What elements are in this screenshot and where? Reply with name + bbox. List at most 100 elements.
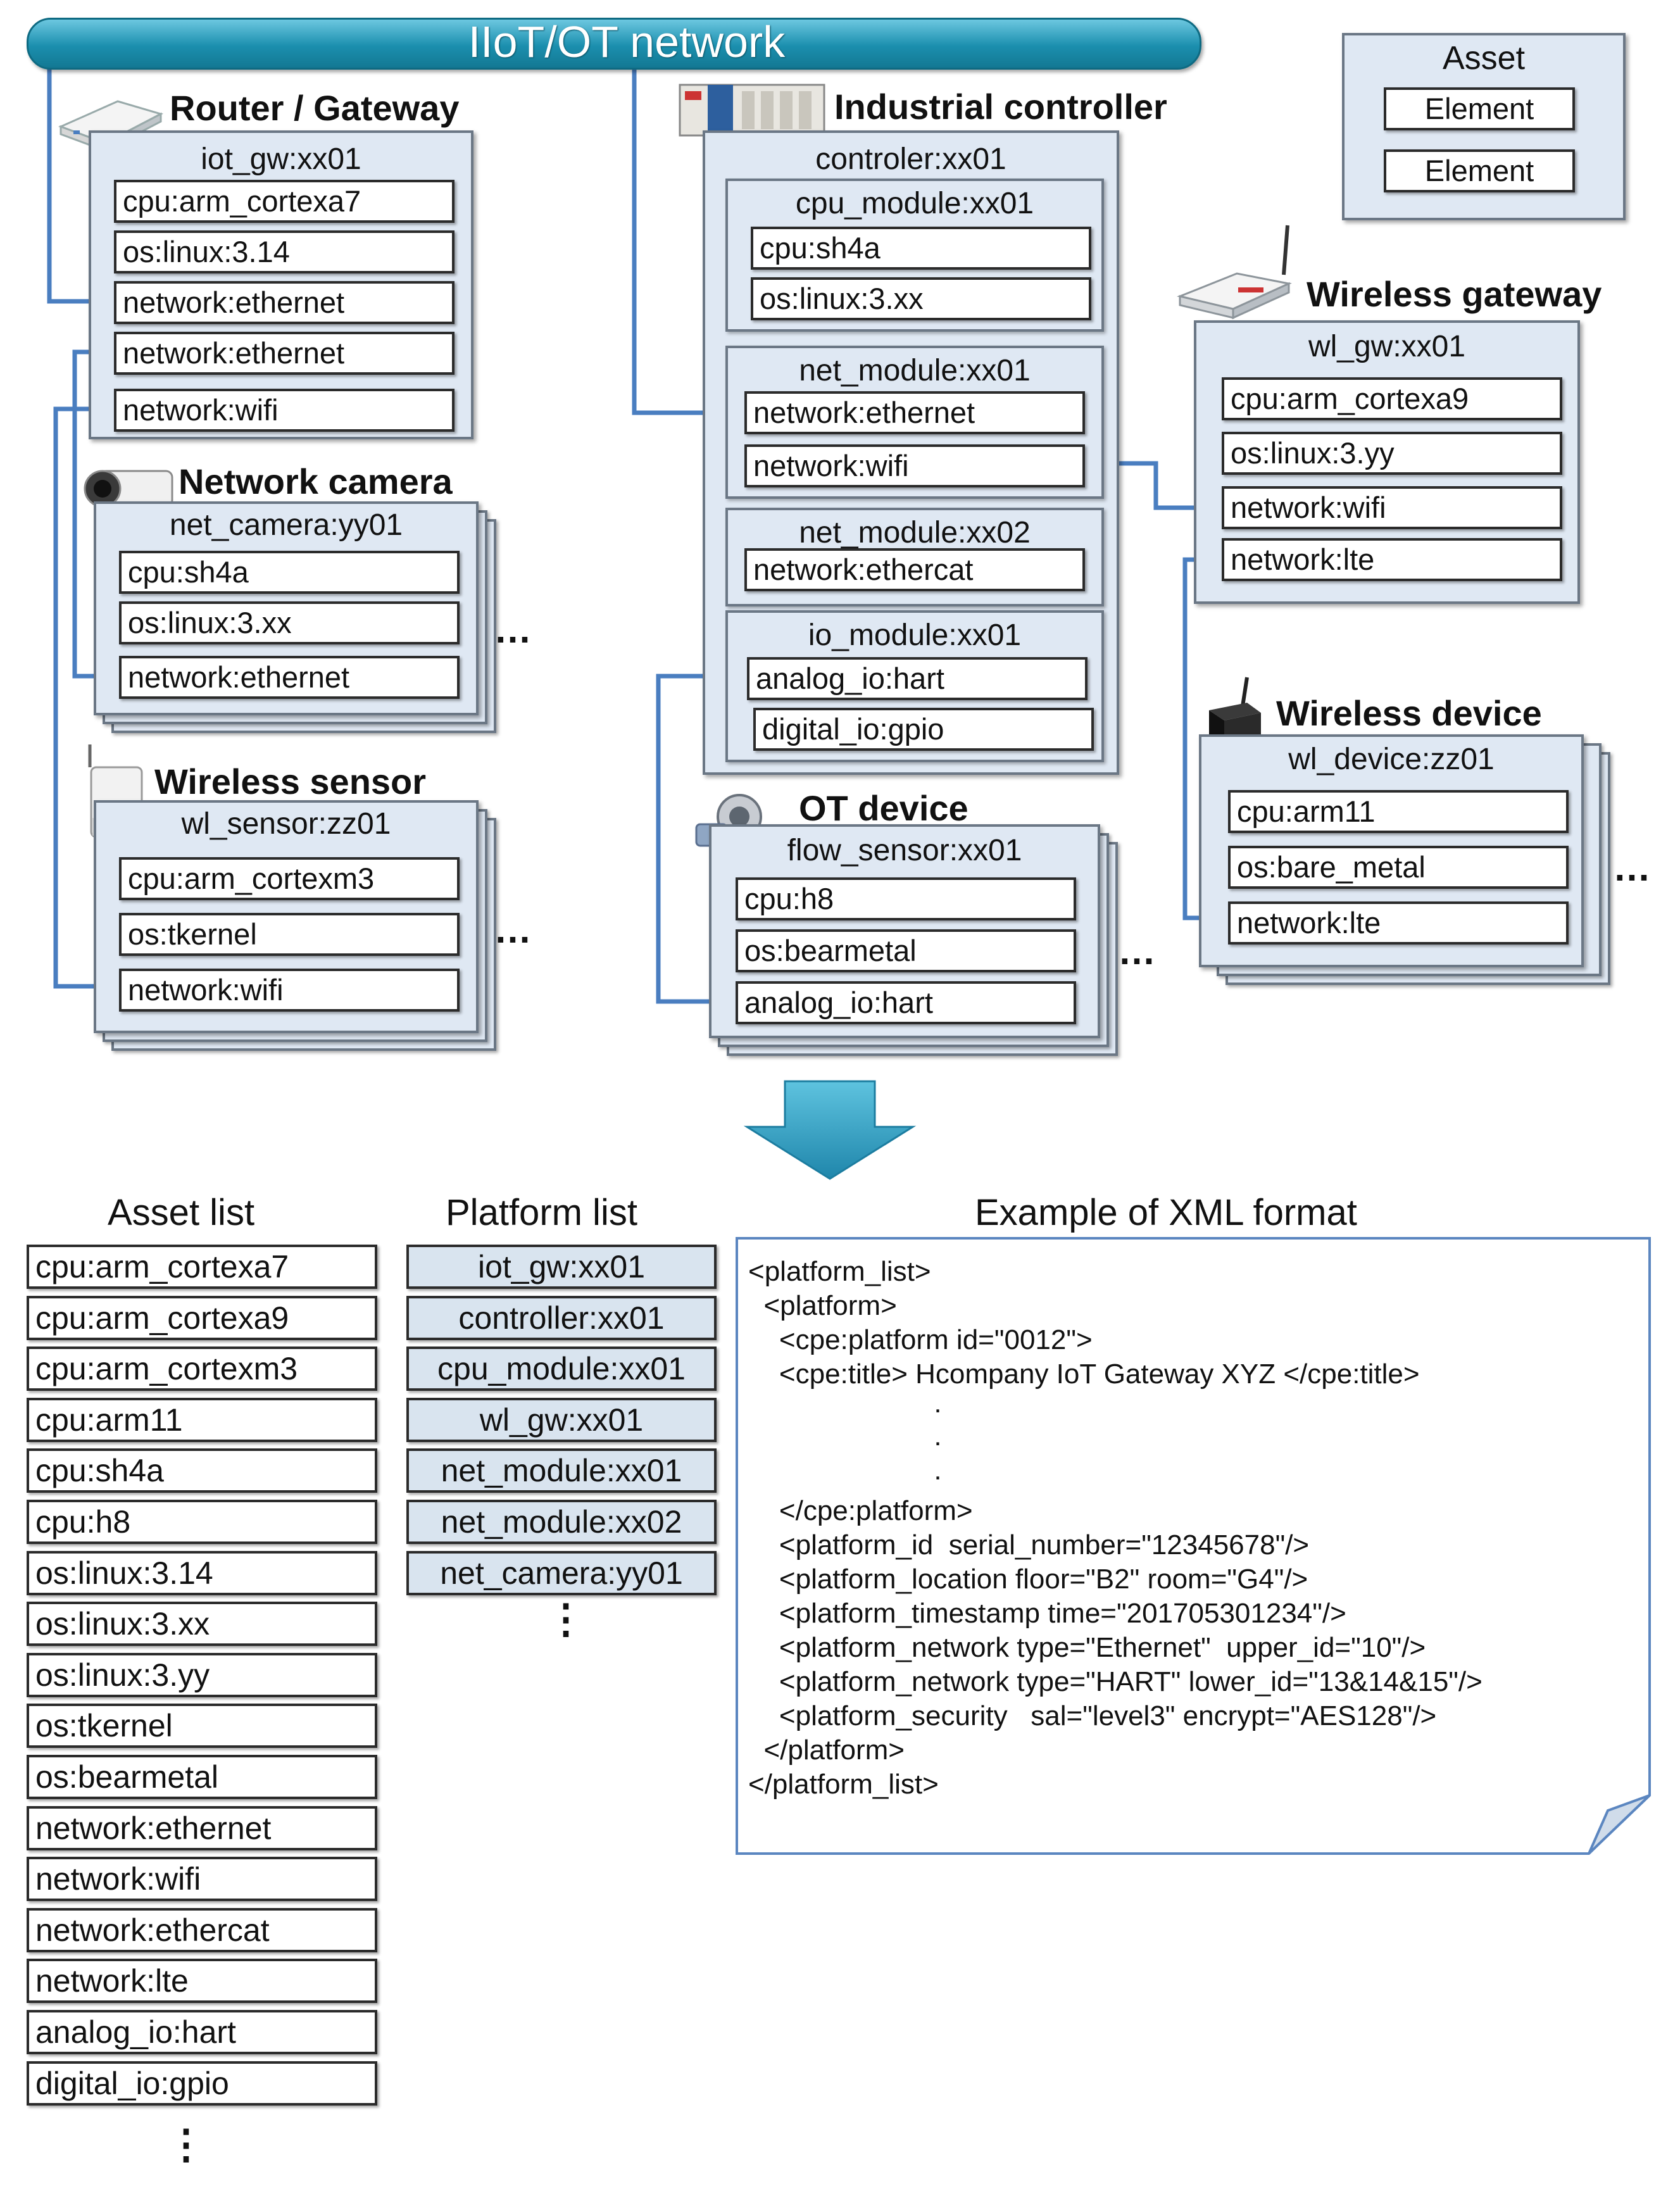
asset-list-item: analog_io:hart <box>27 2010 377 2054</box>
xml-line: <platform_timestamp time="201705301234"/… <box>748 1598 1346 1629</box>
controller-module-id: cpu_module:xx01 <box>795 187 1034 220</box>
router-element: network:ethernet <box>114 281 454 324</box>
asset-list-item: os:linux:3.xx <box>27 1602 377 1647</box>
controller-module-element: os:linux:3.xx <box>751 277 1091 320</box>
platform-list-item: net_module:xx02 <box>406 1500 717 1544</box>
asset-list-item: os:bearmetal <box>27 1755 377 1799</box>
xml-line: <platform_id serial_number="12345678"/> <box>748 1529 1310 1560</box>
xml-line: </platform_list> <box>748 1769 939 1800</box>
router-element: network:ethernet <box>114 332 454 375</box>
controller-module-element: network:ethernet <box>744 391 1085 434</box>
controller-module-element: cpu:sh4a <box>751 227 1091 270</box>
xml-line: <cpe:title> Hcompany IoT Gateway XYZ </c… <box>748 1359 1420 1390</box>
ot-device-ellipsis: … <box>1118 930 1160 972</box>
camera-icon <box>81 462 176 515</box>
wireless-device-element: cpu:arm11 <box>1228 790 1569 833</box>
controller-module-element: network:ethercat <box>744 548 1085 591</box>
platform-list-title: Platform list <box>446 1192 637 1233</box>
wireless-gateway-element: network:lte <box>1222 538 1562 581</box>
camera-element: network:ethernet <box>119 656 460 699</box>
platform-list-item: wl_gw:xx01 <box>406 1397 717 1442</box>
asset-list-item: cpu:arm11 <box>27 1397 377 1442</box>
legend-element: Element <box>1384 149 1575 192</box>
controller-id: controler:xx01 <box>815 142 1006 176</box>
wireless-gateway-title: Wireless gateway <box>1307 274 1602 314</box>
router-box: iot_gw:xx01 cpu:arm_cortexa7 os:linux:3.… <box>89 130 473 439</box>
wireless-gateway-element: os:linux:3.yy <box>1222 432 1562 475</box>
sensor-id: wl_sensor:zz01 <box>181 807 391 841</box>
controller-module-element: digital_io:gpio <box>753 708 1094 751</box>
camera-element: cpu:sh4a <box>119 551 460 594</box>
wireless-device-box: wl_device:zz01 cpu:arm11 os:bare_metal n… <box>1199 734 1584 967</box>
asset-list-item: os:linux:3.yy <box>27 1652 377 1697</box>
controller-module-id: net_module:xx01 <box>799 354 1031 387</box>
ot-device-element: os:bearmetal <box>736 929 1076 972</box>
router-title: Router / Gateway <box>170 88 460 128</box>
router-id: iot_gw:xx01 <box>201 142 361 176</box>
platform-list-item: controller:xx01 <box>406 1295 717 1340</box>
platform-list-item: cpu_module:xx01 <box>406 1347 717 1391</box>
asset-list-title: Asset list <box>108 1192 255 1233</box>
platform-list-item: net_camera:yy01 <box>406 1550 717 1595</box>
legend-title: Asset <box>1442 40 1526 77</box>
platform-list-item: iot_gw:xx01 <box>406 1245 717 1289</box>
asset-list-item: cpu:arm_cortexa9 <box>27 1295 377 1340</box>
asset-list-item: os:tkernel <box>27 1704 377 1748</box>
link-controller-wlgw <box>1090 461 1222 510</box>
wireless-device-element: network:lte <box>1228 901 1569 945</box>
asset-list-item: cpu:arm_cortexm3 <box>27 1347 377 1391</box>
asset-list-dots: ⋮ <box>166 2121 210 2167</box>
sensor-element: cpu:arm_cortexm3 <box>119 857 460 900</box>
wireless-gateway-element: cpu:arm_cortexa9 <box>1222 377 1562 420</box>
xml-line: <platform_security sal="level3" encrypt=… <box>748 1700 1437 1731</box>
sensor-element: os:tkernel <box>119 913 460 956</box>
controller-module: cpu_module:xx01 cpu:sh4a os:linux:3.xx <box>725 179 1104 332</box>
asset-list-item: cpu:sh4a <box>27 1448 377 1493</box>
asset-list-item: network:ethercat <box>27 1907 377 1952</box>
link-router-sensor <box>53 406 118 989</box>
platform-list-dots: ⋮ <box>546 1596 590 1642</box>
xml-line: . <box>748 1455 942 1486</box>
router-element: cpu:arm_cortexa7 <box>114 180 454 223</box>
controller-module: io_module:xx01 analog_io:hart digital_io… <box>725 610 1104 762</box>
sensor-box: wl_sensor:zz01 cpu:arm_cortexm3 os:tkern… <box>94 800 479 1033</box>
wireless-gateway-icon <box>1176 223 1293 322</box>
wireless-device-element: os:bare_metal <box>1228 846 1569 889</box>
camera-title: Network camera <box>179 461 453 501</box>
ot-device-element: cpu:h8 <box>736 877 1076 920</box>
controller-module-id: net_module:xx02 <box>799 516 1031 549</box>
xml-line: </cpe:platform> <box>748 1495 973 1526</box>
asset-list-item: digital_io:gpio <box>27 2061 377 2106</box>
wireless-device-title: Wireless device <box>1276 693 1542 733</box>
xml-line: <platform_location floor="B2" room="G4"/… <box>748 1564 1308 1595</box>
router-element: os:linux:3.14 <box>114 230 454 273</box>
xml-line: . <box>748 1388 942 1419</box>
wireless-gateway-id: wl_gw:xx01 <box>1308 330 1466 363</box>
wireless-device-ellipsis: … <box>1613 846 1655 889</box>
platform-list-item: net_module:xx01 <box>406 1448 717 1493</box>
camera-box: net_camera:yy01 cpu:sh4a os:linux:3.xx n… <box>94 501 479 715</box>
xml-line: <platform_list> <box>748 1256 931 1287</box>
legend-element: Element <box>1384 87 1575 130</box>
xml-line: </platform> <box>748 1735 905 1766</box>
controller-module-element: network:wifi <box>744 444 1085 487</box>
asset-list-item: cpu:h8 <box>27 1500 377 1544</box>
xml-example-title: Example of XML format <box>975 1192 1357 1233</box>
asset-list-item: network:wifi <box>27 1857 377 1902</box>
wireless-gateway-element: network:wifi <box>1222 486 1562 529</box>
xml-line: <platform> <box>748 1290 897 1321</box>
wireless-device-id: wl_device:zz01 <box>1288 743 1495 776</box>
network-bar-label: IIoT/OT network <box>468 17 786 66</box>
xml-line: <platform_network type="HART" lower_id="… <box>748 1666 1483 1697</box>
camera-ellipsis: … <box>494 608 536 651</box>
ot-device-element: analog_io:hart <box>736 981 1076 1024</box>
controller-module: net_module:xx02 network:ethercat <box>725 508 1104 606</box>
legend-box: Asset Element Element <box>1342 33 1626 220</box>
controller-icon <box>679 78 825 139</box>
ot-device-box: flow_sensor:xx01 cpu:h8 os:bearmetal ana… <box>709 824 1100 1038</box>
network-bar <box>27 18 1201 70</box>
controller-module-id: io_module:xx01 <box>808 618 1022 652</box>
router-element: network:wifi <box>114 389 454 432</box>
asset-list-item: network:lte <box>27 1959 377 2004</box>
